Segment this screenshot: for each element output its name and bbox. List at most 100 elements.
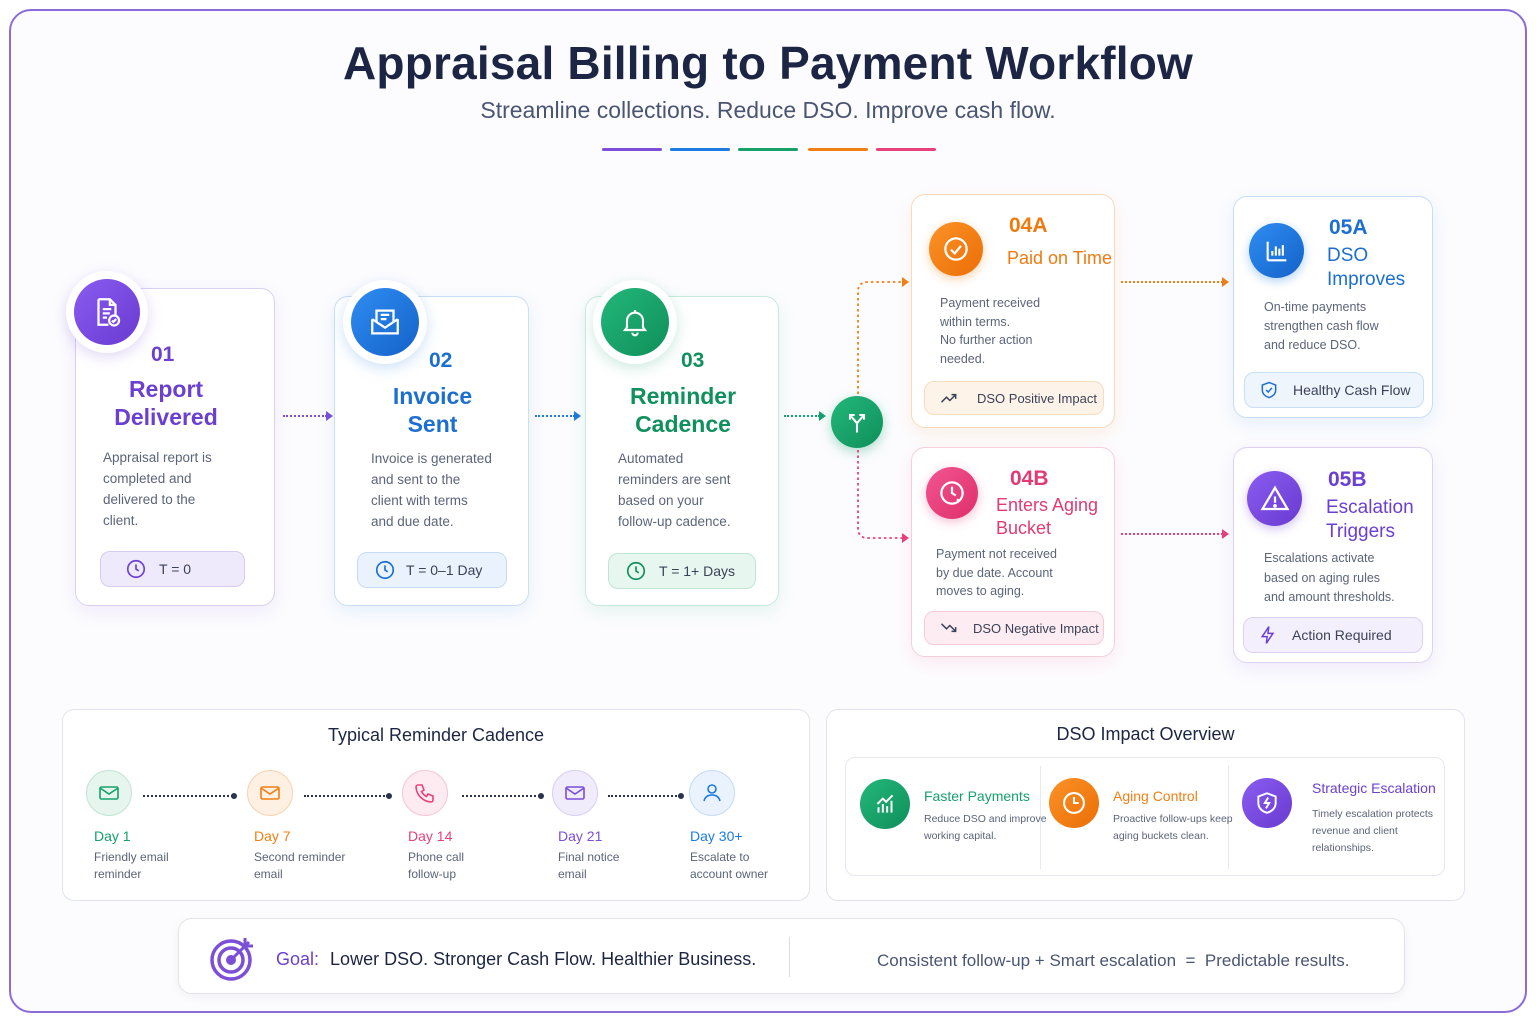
step-title-line2: Sent [407,411,458,437]
flow-arrow-3-split [784,411,826,421]
envelope-invoice-icon [343,280,427,364]
step-number: 03 [681,349,705,372]
impact-desc-line: revenue and client [1312,825,1398,837]
impact-desc-line: relationships. [1312,842,1374,854]
cadence-connector [462,793,544,799]
outcome-desc-line: and amount thresholds. [1264,590,1395,604]
impact-desc-line: working capital. [924,830,997,842]
timing-badge: T = 0 [100,551,245,587]
step-title-line1: Report [128,376,204,402]
step-title-line1: Invoice [392,383,473,409]
reminder-day: Day 30+ [690,828,743,844]
step-desc-line: reminders are sent [618,472,731,487]
impact-desc-line: Proactive follow-ups keep [1113,813,1233,825]
dso-impact-panel: DSO Impact Overview Faster Payments Redu… [826,709,1465,901]
outcome-number: 04A [1009,214,1048,237]
outcome-desc-line: needed. [940,351,986,366]
email-icon [552,770,598,816]
timing-badge: T = 0–1 Day [357,552,507,588]
reminder-desc-line: account owner [690,867,769,881]
reminder-desc-line: email [558,867,587,881]
warning-triangle-icon [1247,471,1302,526]
check-circle-icon [929,222,983,276]
step-number: 01 [151,343,175,366]
outcome-desc-line: Payment not received [936,547,1057,561]
email-icon [247,770,293,816]
outcome-desc-line: strengthen cash flow [1264,319,1379,333]
shield-check-icon [1261,381,1277,399]
impact-item-title: Faster Payments [924,788,1030,804]
step-desc-line: and sent to the [371,472,461,487]
outcome-title: Paid on Time [1007,248,1113,268]
outcome-desc-line: by due date. Account [936,565,1053,580]
outcome-desc-line: Payment received [940,296,1041,310]
outcome-desc-line: within terms. [940,314,1011,329]
phone-icon [402,770,448,816]
trend-down-icon [940,623,957,633]
reminder-desc-line: email [254,867,283,881]
status-label: Action Required [1292,627,1392,643]
flow-arrow-04b-05b [1121,529,1229,539]
impact-desc-line: Timely escalation protects [1312,808,1433,820]
lightning-icon [1260,626,1275,644]
outcome-number: 05B [1328,468,1367,491]
flow-arrow-04a-05a [1121,277,1229,287]
clock-icon [626,561,646,581]
impact-desc-line: aging buckets clean. [1113,830,1209,842]
clock-alert-icon [926,467,978,519]
outcome-desc-line: and reduce DSO. [1264,338,1361,352]
outcome-desc-line: No further action [940,333,1033,347]
timing-badge: T = 1+ Days [608,553,756,589]
cadence-connector [608,793,684,799]
step-desc-line: and due date. [371,514,454,529]
impact-inner-box: Faster Payments Reduce DSO and improve w… [845,757,1445,876]
reminder-desc-line: Final notice [558,850,620,864]
step-title-line2: Delivered [114,404,218,430]
timing-label: T = 1+ Days [659,563,736,579]
goal-banner: Goal: Lower DSO. Stronger Cash Flow. Hea… [178,918,1405,994]
outcome-desc-line: Escalations activate [1264,551,1375,565]
step-desc-line: client with terms [371,493,468,508]
user-icon [689,770,735,816]
step-desc-line: client. [103,513,139,528]
outcome-number: 04B [1010,467,1049,490]
impact-item-title: Aging Control [1113,788,1198,804]
reminder-cadence-panel: Typical Reminder Cadence Day 1 Friendly … [62,709,810,901]
reminder-day: Day 21 [558,828,603,844]
outcome-desc-line: moves to aging. [936,584,1025,598]
impact-badge-negative: DSO Negative Impact [924,611,1104,645]
impact-badge-positive: DSO Positive Impact [924,381,1104,415]
outcome-title-line1: Escalation [1326,497,1414,518]
reminder-desc-line: Second reminder [254,850,346,864]
outcome-desc-line: On-time payments [1264,300,1367,314]
timing-label: T = 0 [159,561,192,577]
dso-impact-title: DSO Impact Overview [1056,724,1235,744]
step-number: 02 [429,349,453,372]
target-icon [209,934,257,982]
clock-icon [375,560,395,580]
reminder-desc-line: Phone call [408,850,465,864]
status-badge-healthy-cash-flow: Healthy Cash Flow [1244,372,1424,408]
growth-chart-icon [860,779,910,829]
page-title: Appraisal Billing to Payment Workflow [343,37,1193,89]
outcome-title-line2: Triggers [1326,521,1395,542]
status-badge-action-required: Action Required [1243,617,1423,653]
document-check-icon [66,271,148,353]
goal-label: Goal: [276,949,320,969]
outcome-title-line1: Enters Aging [996,495,1099,515]
reminder-desc-line: Friendly email [94,850,169,864]
reminder-day: Day 7 [254,828,291,844]
page-subtitle: Streamline collections. Reduce DSO. Impr… [480,97,1056,123]
accent-bar-green [738,148,798,151]
reminder-cadence-title: Typical Reminder Cadence [327,725,545,745]
bar-chart-icon [1249,223,1304,278]
reminder-desc-line: reminder [94,867,142,881]
outcome-desc-line: based on aging rules [1264,570,1381,585]
step-desc-line: based on your [618,493,704,508]
flow-arrow-2-3 [535,411,581,421]
cadence-connector [143,793,237,799]
email-icon [86,770,132,816]
step-desc-line: Automated [618,451,684,466]
accent-bar-pink [876,148,936,151]
timing-label: T = 0–1 Day [406,562,483,578]
